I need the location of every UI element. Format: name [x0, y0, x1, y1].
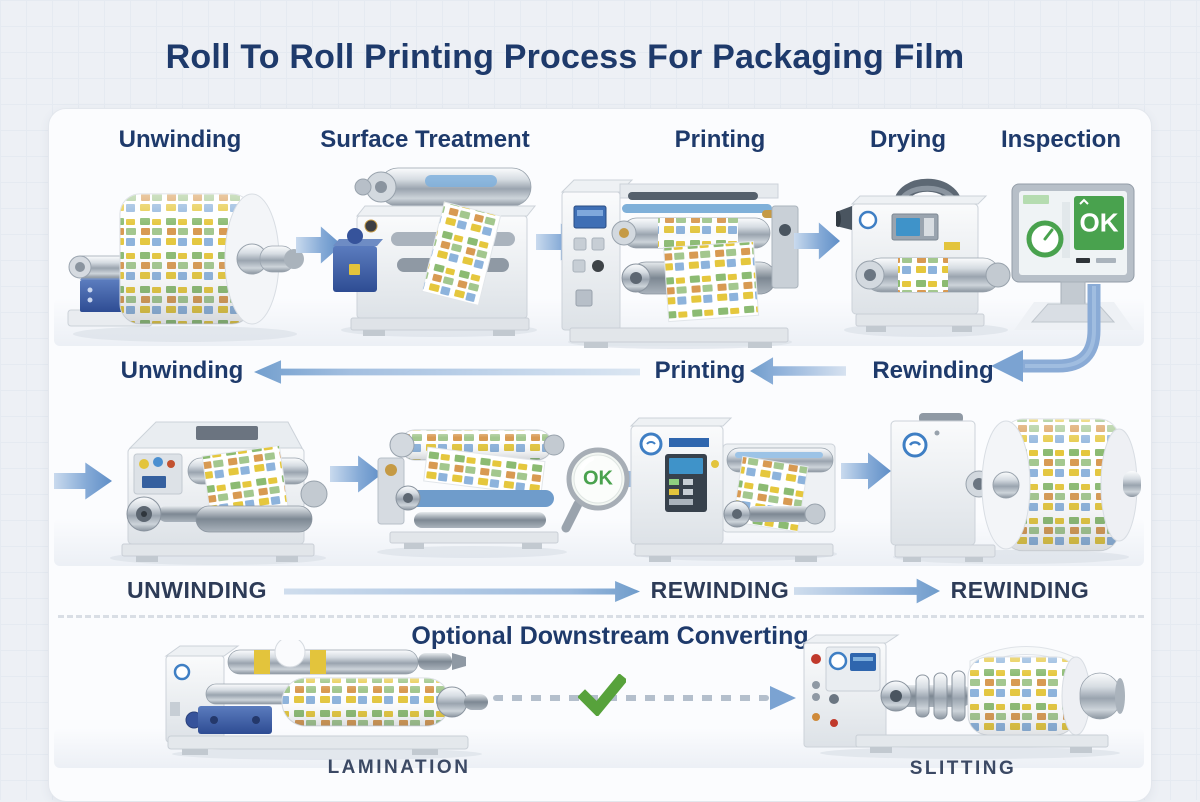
- stage-label-unwinding-3: UNWINDING: [127, 577, 267, 603]
- stage-label-rewinding-1: Rewinding: [872, 357, 994, 384]
- stage-label-rewinding-3: REWINDING: [950, 577, 1090, 603]
- stage-label-unwinding-2: Unwinding: [120, 357, 244, 384]
- magnifier-ok-text: OK: [583, 467, 613, 490]
- lamination-machine-illustration: [164, 640, 488, 760]
- unwinder-2-illustration: [110, 421, 328, 565]
- unwinder-roll-illustration: [67, 193, 304, 342]
- arrow-inspection-to-rewinding: [991, 284, 1101, 382]
- stage-label-surface-treatment: Surface Treatment: [320, 126, 530, 153]
- page-title: Roll To Roll Printing Process For Packag…: [165, 38, 965, 76]
- stage-label-unwinding-1: Unwinding: [118, 126, 242, 153]
- stage-label-drying: Drying: [869, 126, 947, 153]
- inspection-monitor-illustration: [1011, 183, 1135, 330]
- lamination-label: LAMINATION: [327, 757, 471, 778]
- green-check-icon: [578, 674, 626, 716]
- printing-press-2-illustration: [629, 417, 837, 562]
- printing-press-illustration: [560, 179, 799, 349]
- stage-label-printing-1: Printing: [674, 126, 766, 153]
- magnifier-ok-icon: [561, 447, 630, 533]
- slitting-machine-illustration: [802, 634, 1125, 759]
- dashed-connector: [493, 695, 769, 701]
- inspection-ok-badge: OK: [1079, 207, 1119, 238]
- section-divider: [58, 615, 1144, 618]
- stage-label-rewinding-2: REWINDING: [650, 577, 790, 603]
- dryer-illustration: [836, 178, 1011, 337]
- rewinder-roll-illustration: [890, 413, 1141, 564]
- stage-label-inspection: Inspection: [1000, 126, 1122, 153]
- downstream-heading: Optional Downstream Converting: [411, 622, 809, 650]
- slitting-label: SLITTING: [909, 758, 1017, 779]
- coating-unit-illustration: [377, 429, 567, 558]
- stage-label-printing-2: Printing: [654, 357, 746, 384]
- surface-treatment-illustration: [333, 167, 537, 337]
